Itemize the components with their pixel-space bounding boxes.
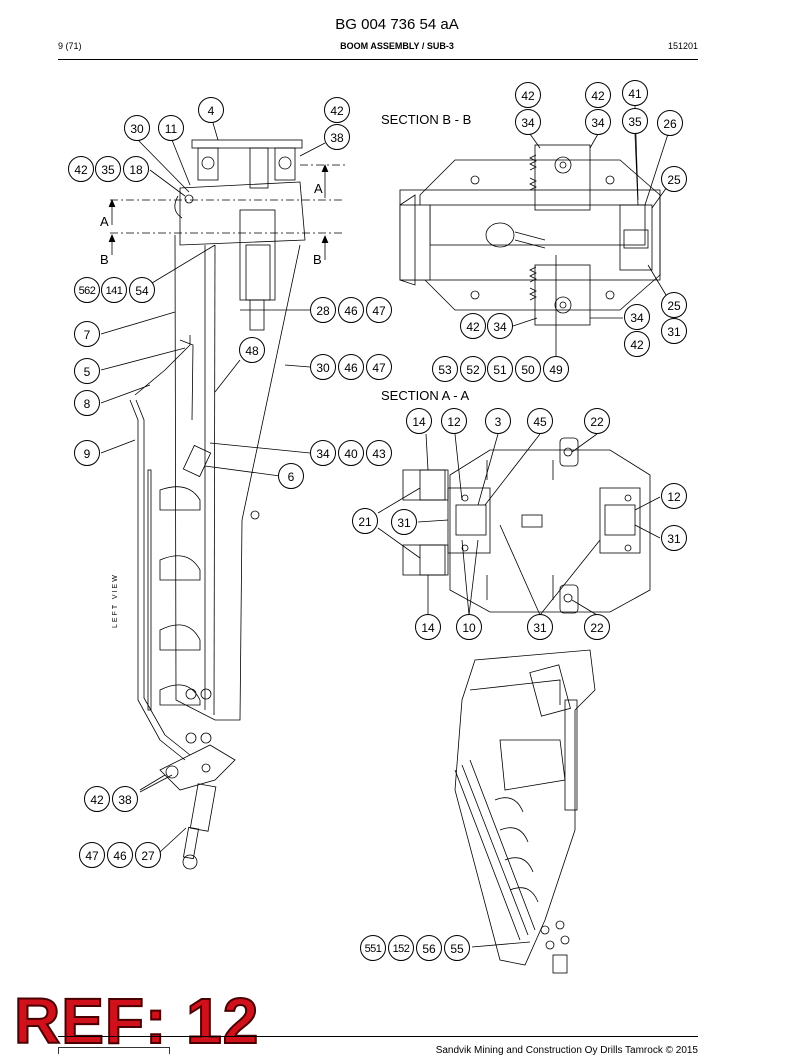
callout-bubble: 9	[74, 440, 100, 466]
callout-bubble: 14	[406, 408, 432, 434]
callout-bubble: 27	[135, 842, 161, 868]
callout-bubble: 38	[324, 124, 350, 150]
callout-bubble: 52	[460, 356, 486, 382]
callout-bubble: 141	[101, 277, 127, 303]
callout-bubble: 42	[515, 82, 541, 108]
callout-bubble: 562	[74, 277, 100, 303]
callout-bubble: 10	[456, 614, 482, 640]
callout-bubble: 30	[310, 354, 336, 380]
callout-bubble: 25	[661, 166, 687, 192]
callout-bubble: 8	[74, 390, 100, 416]
section-marker-a-left: A	[100, 214, 109, 229]
callout-bubble: 42	[624, 331, 650, 357]
section-bb-label: SECTION B - B	[381, 112, 472, 127]
callout-bubble: 45	[527, 408, 553, 434]
callout-bubble: 34	[310, 440, 336, 466]
callout-bubble: 30	[124, 115, 150, 141]
callout-bubble: 34	[624, 304, 650, 330]
callout-bubble: 42	[84, 786, 110, 812]
page-subtitle: BOOM ASSEMBLY / SUB-3	[340, 41, 454, 51]
callout-bubble: 551	[360, 935, 386, 961]
reference-stamp: REF: 12	[13, 984, 260, 1058]
callout-bubble: 3	[485, 408, 511, 434]
callout-bubble: 49	[543, 356, 569, 382]
callout-bubble: 50	[515, 356, 541, 382]
section-marker-b-left: B	[100, 252, 109, 267]
header-rule	[58, 59, 698, 60]
callout-bubble: 48	[239, 337, 265, 363]
callout-bubble: 31	[391, 509, 417, 535]
callout-bubble: 43	[366, 440, 392, 466]
callout-bubble: 42	[585, 82, 611, 108]
sandvik-logo	[58, 1047, 170, 1054]
callout-bubble: 21	[352, 508, 378, 534]
section-aa-drawing	[377, 433, 661, 616]
callout-bubble: 25	[661, 292, 687, 318]
callout-bubble: 35	[622, 108, 648, 134]
callout-bubble: 11	[158, 115, 184, 141]
section-marker-b-right: B	[313, 252, 322, 267]
callout-bubble: 31	[661, 525, 687, 551]
section-aa-label: SECTION A - A	[381, 388, 470, 403]
callout-bubble: 152	[388, 935, 414, 961]
callout-bubble: 34	[515, 109, 541, 135]
callout-bubble: 47	[366, 297, 392, 323]
callout-bubble: 41	[622, 80, 648, 106]
callout-bubble: 42	[324, 97, 350, 123]
callout-bubble: 53	[432, 356, 458, 382]
isometric-view-drawing	[454, 649, 596, 974]
callout-bubble: 46	[338, 297, 364, 323]
callout-bubble: 56	[416, 935, 442, 961]
callout-bubble: 14	[415, 614, 441, 640]
callout-bubble: 22	[584, 408, 610, 434]
section-marker-a-right: A	[314, 181, 323, 196]
callout-bubble: 12	[441, 408, 467, 434]
callout-bubble: 34	[585, 109, 611, 135]
date-code: 151201	[667, 41, 698, 51]
callout-bubble: 54	[129, 277, 155, 303]
callout-bubble: 7	[74, 321, 100, 347]
callout-bubble: 22	[584, 614, 610, 640]
section-bb-drawing	[399, 105, 673, 358]
callout-bubble: 12	[661, 483, 687, 509]
callout-bubble: 35	[95, 156, 121, 182]
left-view-note: LEFT VIEW	[112, 573, 119, 628]
callout-bubble: 46	[338, 354, 364, 380]
callout-bubble: 26	[657, 110, 683, 136]
footer-rule	[58, 1036, 698, 1037]
document-number: BG 004 736 54 aA	[335, 16, 459, 33]
callout-bubble: 28	[310, 297, 336, 323]
callout-bubble: 40	[338, 440, 364, 466]
callout-bubble: 18	[123, 156, 149, 182]
callout-bubble: 4	[198, 97, 224, 123]
callout-bubble: 47	[79, 842, 105, 868]
callout-bubble: 31	[661, 318, 687, 344]
callout-bubble: 6	[278, 463, 304, 489]
callout-bubble: 31	[527, 614, 553, 640]
callout-bubble: 34	[487, 313, 513, 339]
callout-bubble: 47	[366, 354, 392, 380]
callout-bubble: 51	[487, 356, 513, 382]
callout-bubble: 46	[107, 842, 133, 868]
callout-bubble: 38	[112, 786, 138, 812]
callout-bubble: 42	[460, 313, 486, 339]
callout-bubble: 55	[444, 935, 470, 961]
left-view-boom	[100, 122, 345, 870]
footer-copyright: Sandvik Mining and Construction Oy Drill…	[435, 1045, 698, 1056]
callout-bubble: 5	[74, 358, 100, 384]
page-number: 9 (71)	[58, 41, 82, 51]
callout-bubble: 42	[68, 156, 94, 182]
